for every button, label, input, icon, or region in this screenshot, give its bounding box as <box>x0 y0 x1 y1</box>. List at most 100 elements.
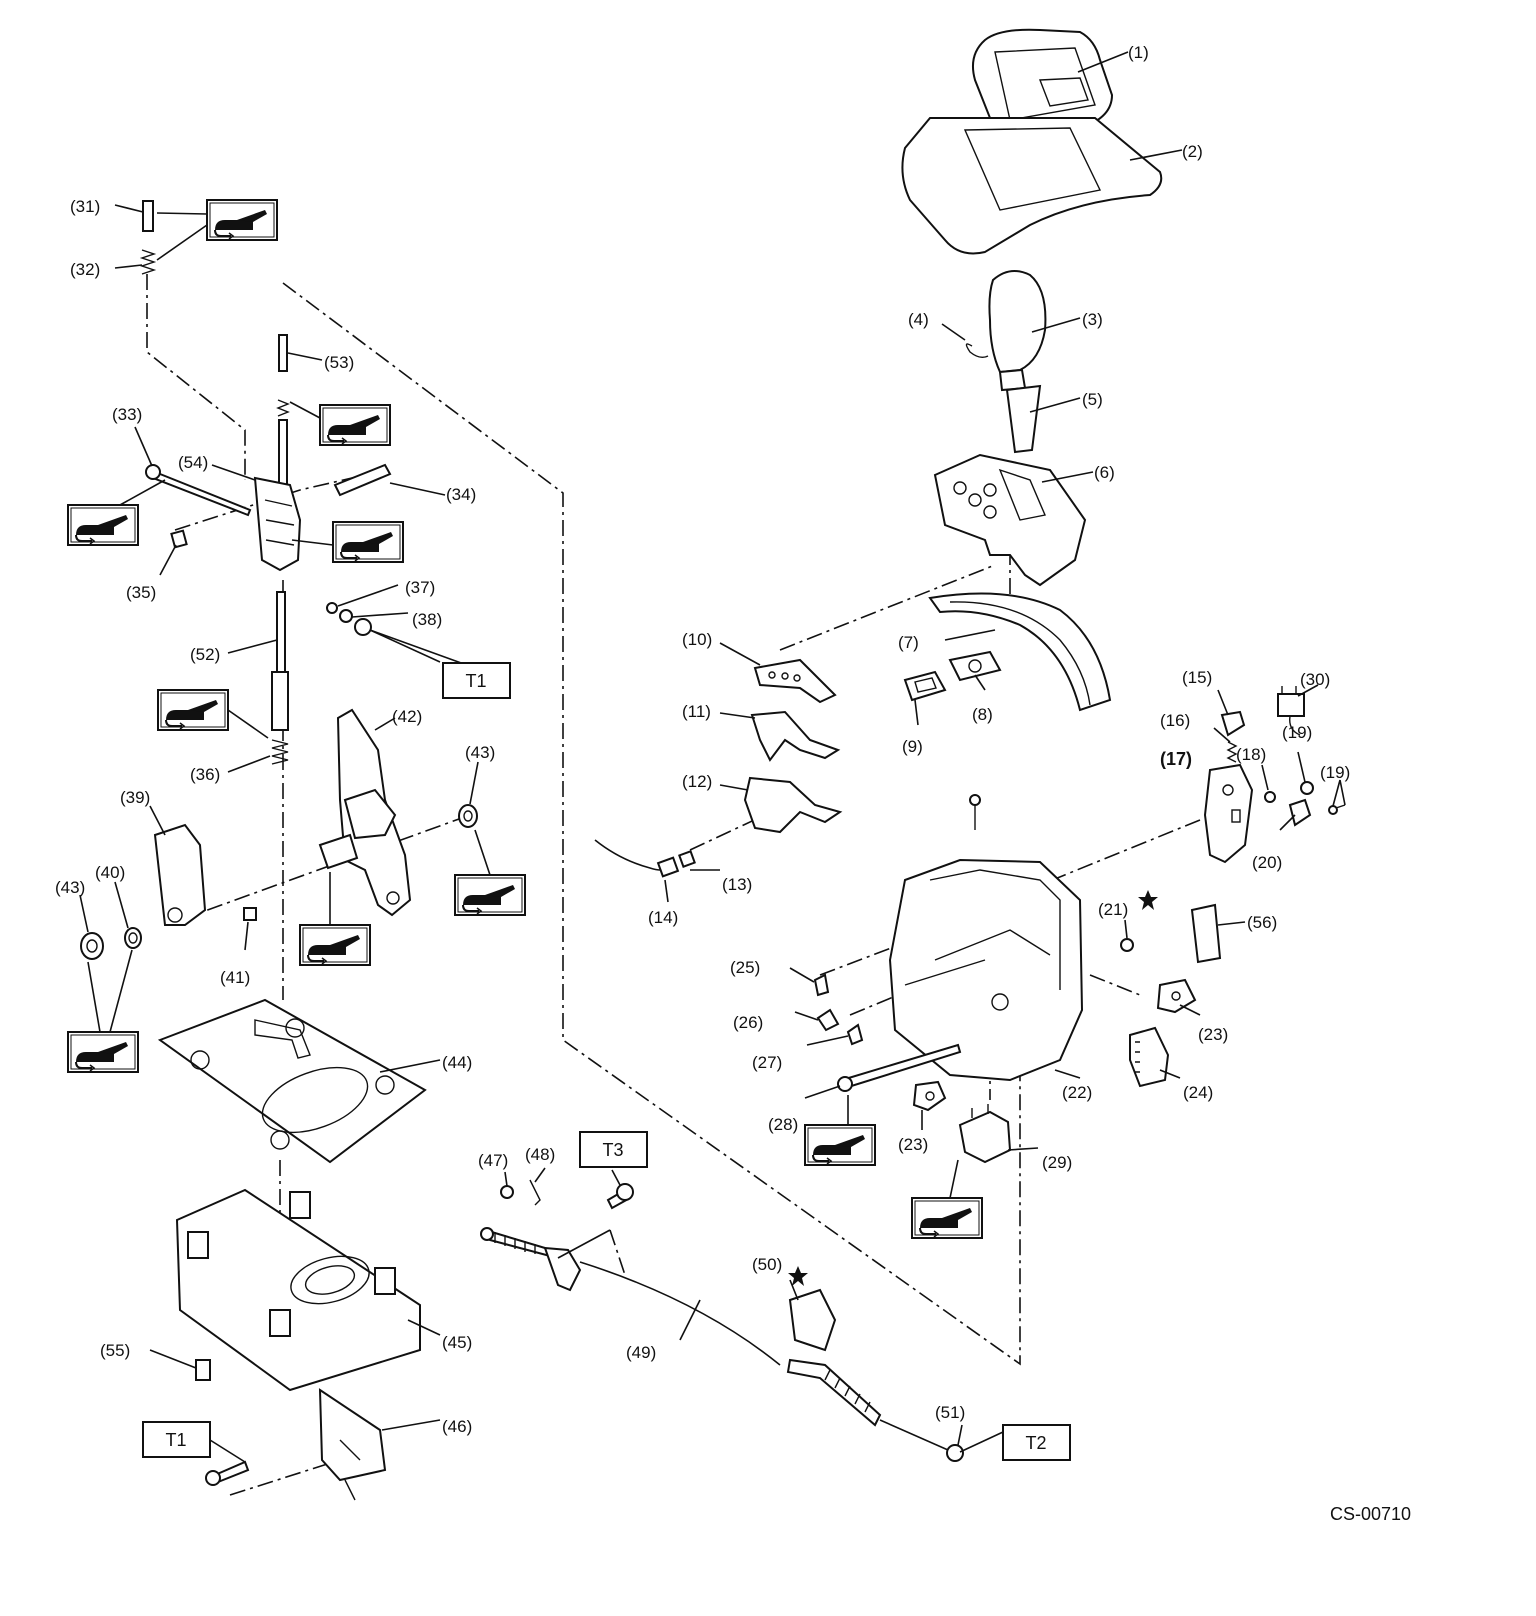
callout-40: (40) <box>95 863 125 882</box>
part-32-spring <box>139 249 157 275</box>
part-28-pin <box>837 1043 962 1092</box>
callout-37: (37) <box>405 578 435 597</box>
part-bolt-t1 <box>205 1460 250 1486</box>
part-34-pin <box>333 463 392 497</box>
callout-10: (10) <box>682 630 712 649</box>
part-2-console-panel <box>901 117 1163 255</box>
callout-41: (41) <box>220 968 250 987</box>
grease-icon <box>157 689 269 739</box>
callout-45: (45) <box>442 1333 472 1352</box>
part-25-clip <box>813 973 830 997</box>
callout-48: (48) <box>525 1145 555 1164</box>
callout-19-right: (19) <box>1320 763 1350 782</box>
callout-34: (34) <box>446 485 476 504</box>
part-53-rod <box>278 334 288 372</box>
part-46-bracket <box>318 1388 387 1501</box>
figure-code: CS-00710 <box>1330 1504 1411 1524</box>
part-52-rod <box>271 591 289 731</box>
callout-24: (24) <box>1183 1083 1213 1102</box>
part-8-pad <box>948 650 1002 682</box>
part-39-bracket <box>153 823 207 926</box>
part-33-bolt <box>145 464 252 517</box>
callout-9: (9) <box>902 737 923 756</box>
part-37-washer <box>326 602 338 614</box>
callout-17: (17) <box>1160 749 1192 769</box>
callout-30: (30) <box>1300 670 1330 689</box>
part-3-shift-knob <box>988 270 1047 392</box>
callout-2: (2) <box>1182 142 1203 161</box>
part-16-spring <box>1226 741 1238 763</box>
callout-16: (16) <box>1160 711 1190 730</box>
callout-50: (50) <box>752 1255 782 1274</box>
callout-7: (7) <box>898 633 919 652</box>
part-48-clip <box>529 1179 541 1206</box>
callout-47: (47) <box>478 1151 508 1170</box>
callout-19-top: (19) <box>1282 723 1312 742</box>
grease-icon <box>454 829 526 916</box>
callout-27: (27) <box>752 1053 782 1072</box>
callout-13: (13) <box>722 875 752 894</box>
part-11-lever <box>750 710 841 762</box>
callout-20: (20) <box>1252 853 1282 872</box>
grease-icon <box>299 872 371 966</box>
part-13-sleeve <box>678 850 696 868</box>
callout-23-left: (23) <box>898 1135 928 1154</box>
callout-53: (53) <box>324 353 354 372</box>
callout-31: (31) <box>70 197 100 216</box>
callout-49: (49) <box>626 1343 656 1362</box>
part-55-bushing <box>195 1359 211 1381</box>
part-12-lever-plate <box>743 776 843 834</box>
callout-38: (38) <box>412 610 442 629</box>
part-4-clip <box>965 343 989 359</box>
leader-lines <box>79 51 1346 1463</box>
callout-54: (54) <box>178 453 208 472</box>
callout-1: (1) <box>1128 43 1149 62</box>
part-14-cable <box>594 839 680 878</box>
part-47-washer <box>500 1185 514 1199</box>
callout-6: (6) <box>1094 463 1115 482</box>
callout-22: (22) <box>1062 1083 1092 1102</box>
part-23-plate-left <box>912 1080 947 1112</box>
callout-12: (12) <box>682 772 712 791</box>
callout-28: (28) <box>768 1115 798 1134</box>
grease-icon <box>289 401 391 446</box>
part-6-indicator-cover <box>933 453 1087 587</box>
callout-25: (25) <box>730 958 760 977</box>
part-7-cover-strip <box>928 592 1112 712</box>
part-26-clip <box>816 1008 840 1032</box>
callout-36: (36) <box>190 765 220 784</box>
callout-56: (56) <box>1247 913 1277 932</box>
part-20-switch <box>1288 798 1312 827</box>
part-50-clamp <box>788 1288 837 1352</box>
part-15-cap <box>1220 710 1246 737</box>
torque-box-t1-lower: T1 <box>142 1421 211 1458</box>
part-49-shift-cable <box>480 1227 949 1451</box>
part-54-detent-block <box>253 476 302 572</box>
callout-15: (15) <box>1182 668 1212 687</box>
callout-51: (51) <box>935 1403 965 1422</box>
part-51-nut <box>946 1444 964 1462</box>
part-43-bushing-left <box>80 932 104 960</box>
torque-box-t3: T3 <box>579 1131 648 1168</box>
part-44-gasket <box>157 998 427 1164</box>
part-1-shift-bezel <box>972 28 1114 137</box>
part-17-solenoid <box>1203 763 1254 864</box>
grease-icon <box>67 949 139 1073</box>
part-29-connector <box>958 1104 1012 1164</box>
torque-box-t1-upper: T1 <box>442 662 511 699</box>
callout-8: (8) <box>972 705 993 724</box>
part-10-bracket <box>753 658 837 704</box>
part-35-block <box>170 529 188 549</box>
callout-4: (4) <box>908 310 929 329</box>
callout-18: (18) <box>1236 745 1266 764</box>
grease-icon <box>67 479 166 546</box>
callout-3: (3) <box>1082 310 1103 329</box>
part-56-label <box>1190 903 1222 964</box>
part-22-shift-housing <box>888 794 1084 1082</box>
star-icon <box>1138 890 1158 910</box>
callout-43-right: (43) <box>465 743 495 762</box>
callout-14: (14) <box>648 908 678 927</box>
callout-35: (35) <box>126 583 156 602</box>
callout-21: (21) <box>1098 900 1128 919</box>
part-53-spring <box>276 399 290 493</box>
